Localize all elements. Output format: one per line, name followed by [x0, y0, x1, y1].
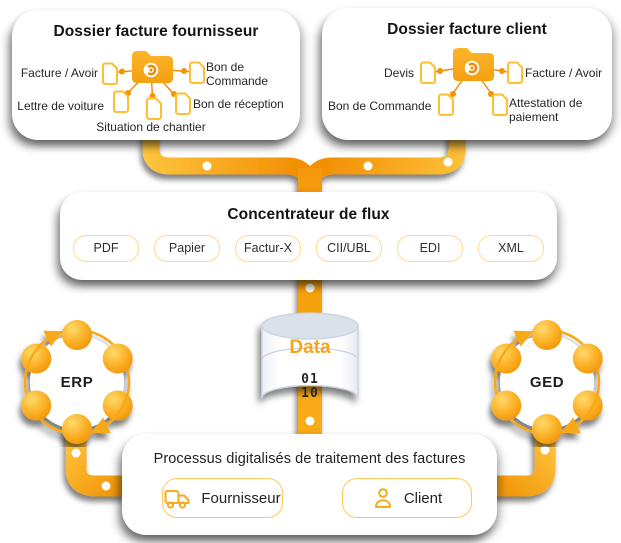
erp-cycle: ERP [12, 317, 142, 447]
format-pill-pdf: PDF [73, 235, 139, 262]
cycle-arrow [494, 330, 533, 374]
cylinder-top [261, 312, 359, 340]
truck-icon [164, 489, 190, 509]
format-pill-row: PDF Papier Factur-X CII/UBL EDI XML [60, 235, 557, 262]
cycle-arrow [561, 390, 600, 434]
document-label: Facture / Avoir [20, 66, 98, 80]
supplier-invoice-folder-box: Dossier facture fournisseur [12, 10, 300, 140]
document-label: Devis [383, 66, 414, 80]
format-pill-cii-ubl: CII/UBL [316, 235, 382, 262]
folder-icon [453, 48, 494, 81]
ribbon-dots [71, 157, 550, 491]
format-pill-xml: XML [478, 235, 544, 262]
document-label: Bon de Commande [328, 99, 432, 113]
ged-cycle-graphic [491, 320, 603, 444]
client-invoice-folder-box: Dossier facture client [322, 8, 612, 140]
binary-line-1: 01 [301, 372, 319, 387]
format-pill-edi: EDI [397, 235, 463, 262]
binary-line-2: 10 [301, 386, 319, 401]
document-label: Situation de chantier [96, 120, 206, 134]
document-icons [102, 61, 205, 120]
processes-title: Processus digitalisés de traitement des … [153, 451, 466, 467]
data-label: Data [289, 337, 331, 358]
document-label: Lettre de voiture [17, 99, 104, 113]
document-label: Bon de Commande [206, 60, 269, 89]
person-icon [374, 488, 391, 508]
document-label: Bon de réception [193, 97, 284, 111]
flow-concentrator-box: Concentrateur de flux PDF Papier Factur-… [60, 192, 557, 280]
client-pill-label: Client [403, 489, 443, 507]
supplier-folder-graphic [102, 51, 205, 120]
document-label: Facture / Avoir [525, 66, 603, 80]
supplier-box-title: Dossier facture fournisseur [53, 23, 259, 40]
cycle-arrow [24, 330, 63, 374]
erp-cycle-graphic [21, 320, 133, 444]
ribbon-erp-to-processes [65, 428, 126, 497]
concentrator-title: Concentrateur de flux [227, 206, 390, 223]
client-folder-graphic [420, 48, 523, 116]
cycle-arrow [91, 390, 130, 434]
document-icons [420, 61, 523, 116]
document-label: Attestation de paiement [509, 96, 583, 125]
ribbon-ged-to-processes [493, 428, 556, 497]
client-pill: Client [342, 478, 472, 518]
supplier-pill-label: Fournisseur [201, 489, 281, 507]
processes-box: Processus digitalisés de traitement des … [122, 434, 497, 535]
format-pill-factur-x: Factur-X [235, 235, 301, 262]
data-cylinder: Data 01 10 [261, 312, 359, 401]
folder-icon [132, 51, 173, 83]
client-box-title: Dossier facture client [387, 21, 547, 38]
ged-cycle: GED [482, 317, 612, 447]
supplier-pill: Fournisseur [162, 478, 283, 518]
format-pill-papier: Papier [154, 235, 220, 262]
